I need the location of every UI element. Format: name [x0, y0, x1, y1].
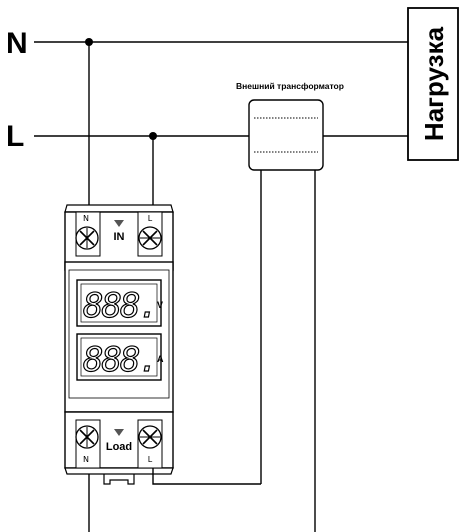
load-box: Нагрузка	[407, 7, 459, 161]
transformer-label: Внешний трансформатор	[236, 81, 344, 91]
load-label: Нагрузка	[419, 26, 449, 141]
voltage-unit: V	[157, 300, 163, 310]
output-port-label: Load	[106, 441, 132, 453]
current-reading: 888.	[83, 340, 157, 380]
external-transformer	[248, 99, 324, 171]
input-terminal-l-screw	[138, 226, 162, 250]
input-terminal-l-label: L	[148, 214, 153, 223]
input-port-label: IN	[114, 231, 125, 243]
neutral-conductor-label: N	[6, 27, 28, 60]
current-unit: A	[157, 354, 164, 364]
current-display: 888. A	[76, 333, 164, 381]
voltage-reading: 888.	[83, 286, 157, 326]
line-output-wire	[152, 468, 261, 485]
voltage-display: 888. V	[76, 279, 163, 327]
output-terminal-l-label: L	[148, 455, 153, 464]
output-terminal-n-label: N	[83, 455, 89, 464]
input-terminal-n-label: N	[83, 214, 89, 223]
output-terminal-n-screw	[75, 425, 99, 449]
line-conductor-label: L	[6, 120, 24, 153]
output-arrow-icon	[114, 429, 124, 436]
input-terminal-n-screw	[75, 226, 99, 250]
input-arrow-icon	[114, 220, 124, 227]
output-terminal-l-screw	[138, 425, 162, 449]
